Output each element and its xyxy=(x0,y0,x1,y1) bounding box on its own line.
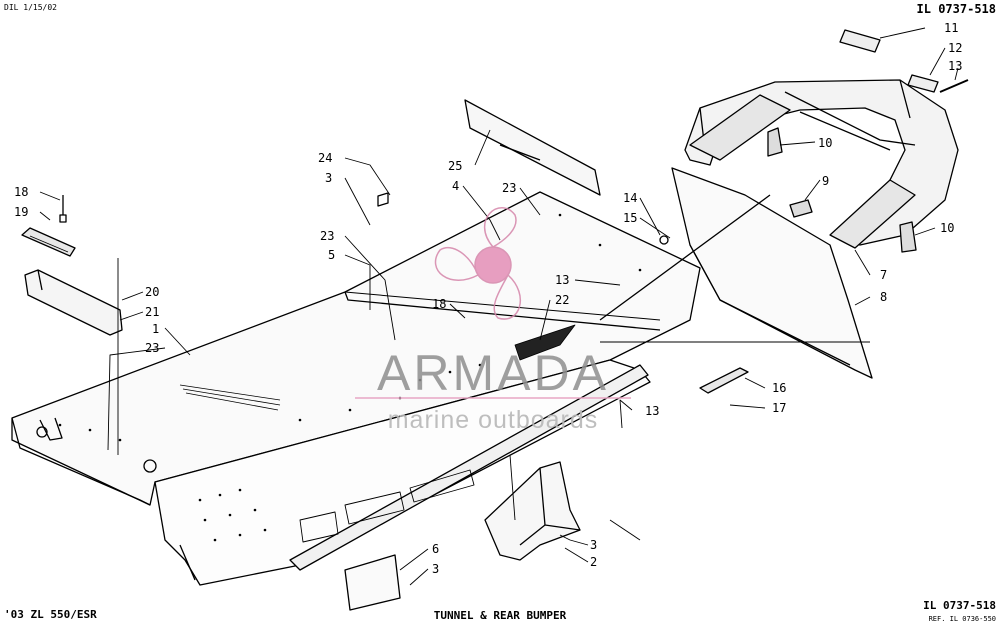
callout-23: 23 xyxy=(145,341,159,355)
callout-2: 2 xyxy=(590,555,597,569)
callout-23: 23 xyxy=(502,181,516,195)
callout-23: 23 xyxy=(320,229,334,243)
bracket-2 xyxy=(484,461,581,561)
plate-6 xyxy=(344,554,401,611)
plate-25 xyxy=(464,99,601,196)
illustration-number-bottom: IL 0737-518 xyxy=(923,599,996,612)
callout-22: 22 xyxy=(555,293,569,307)
callout-4: 4 xyxy=(452,179,459,193)
illustration-number-top: IL 0737-518 xyxy=(916,2,996,16)
flap-8 xyxy=(671,167,873,379)
callout-17: 17 xyxy=(772,401,786,415)
callout-5: 5 xyxy=(328,248,335,262)
callout-18: 18 xyxy=(14,185,28,199)
callout-14: 14 xyxy=(623,191,637,205)
callout-10: 10 xyxy=(940,221,954,235)
callout-11: 11 xyxy=(944,21,958,35)
callout-9: 9 xyxy=(822,174,829,188)
watermark: ARMADA marine outboards xyxy=(355,207,631,434)
callout-24: 24 xyxy=(318,151,332,165)
callout-25: 25 xyxy=(448,159,462,173)
diagram-title: TUNNEL & REAR BUMPER xyxy=(433,609,567,622)
callout-3: 3 xyxy=(432,562,439,576)
model-label: '03 ZL 550/ESR xyxy=(4,608,97,621)
bracket-21 xyxy=(24,269,123,336)
cover-19 xyxy=(21,227,76,257)
callout-10: 10 xyxy=(818,136,832,150)
callout-7: 7 xyxy=(880,268,887,282)
callout-6: 6 xyxy=(432,542,439,556)
propeller-logo xyxy=(434,207,522,320)
callout-13: 13 xyxy=(555,273,569,287)
callout-15: 15 xyxy=(623,211,637,225)
callout-1: 1 xyxy=(152,322,159,336)
reference-illustration: REF. IL 0736-550 xyxy=(928,615,996,623)
tunnel-part xyxy=(11,191,701,586)
callout-13: 13 xyxy=(948,59,962,73)
callout-13: 13 xyxy=(645,404,659,418)
callout-16: 16 xyxy=(772,381,786,395)
callout-3: 3 xyxy=(590,538,597,552)
callouts: 18 19 20 21 1 23 24 3 23 5 25 4 23 18 22… xyxy=(14,21,962,576)
date-code: DIL 1/15/02 xyxy=(4,3,57,12)
callout-21: 21 xyxy=(145,305,159,319)
callout-8: 8 xyxy=(880,290,887,304)
callout-18: 18 xyxy=(432,297,446,311)
leader-lines xyxy=(39,27,959,586)
watermark-tagline: marine outboards xyxy=(388,406,599,434)
callout-12: 12 xyxy=(948,41,962,55)
watermark-brand: ARMADA xyxy=(377,345,609,401)
callout-3: 3 xyxy=(325,171,332,185)
callout-19: 19 xyxy=(14,205,28,219)
callout-20: 20 xyxy=(145,285,159,299)
